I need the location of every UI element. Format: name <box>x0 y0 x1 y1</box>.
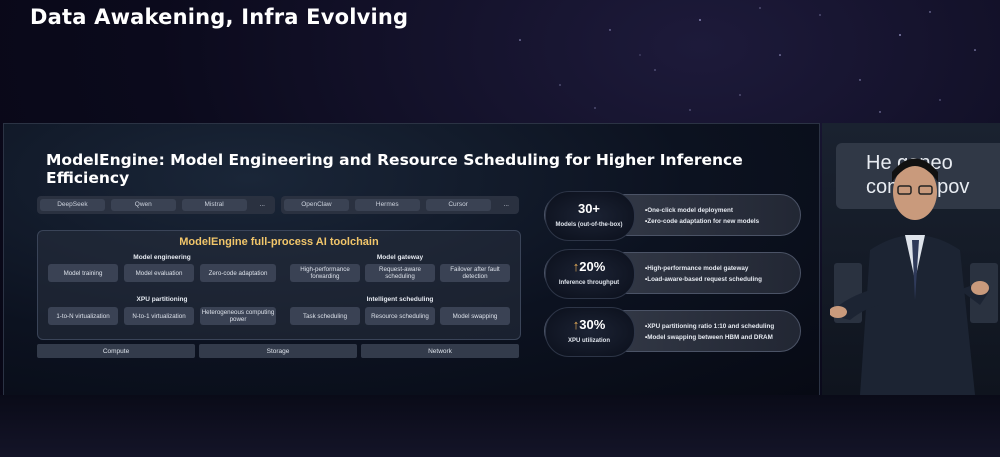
model-gateway-label: Model gateway <box>376 254 424 261</box>
tool-pill-more: ... <box>503 201 509 208</box>
model-pill-deepseek: DeepSeek <box>40 199 105 211</box>
cell-failover-after-fault-detection: Failover after fault detection <box>440 264 510 282</box>
metric-bullets: One-click model deployment Zero-code ada… <box>645 205 759 227</box>
base-network: Network <box>361 344 519 358</box>
main-presentation-screen: ModelEngine: Model Engineering and Resou… <box>3 123 820 397</box>
metric-label: Models (out-of-the-box) <box>555 222 623 228</box>
bullet-item: Zero-code adaptation for new models <box>645 216 759 227</box>
cell-resource-scheduling: Resource scheduling <box>365 307 435 325</box>
cell-model-evaluation: Model evaluation <box>124 264 194 282</box>
metric-badge <box>545 191 635 241</box>
cell-task-scheduling: Task scheduling <box>290 307 360 325</box>
metric-bullets: XPU partitioning ratio 1:10 and scheduli… <box>645 321 774 343</box>
bullet-item: Load-aware-based request scheduling <box>645 274 762 285</box>
cell-high-performance-forwarding: High-performance forwarding <box>290 264 360 282</box>
metric-value: ↑20% <box>572 259 606 274</box>
stage-title: Data Awakening, Infra Evolving <box>30 5 409 29</box>
models-row: DeepSeek Qwen Mistral ... <box>37 196 275 214</box>
up-arrow-icon: ↑ <box>572 259 580 274</box>
cell-model-training: Model training <box>48 264 118 282</box>
up-arrow-icon: ↑ <box>572 317 580 332</box>
cell-heterogeneous-computing-power: Heterogeneous computing power <box>200 307 276 325</box>
stage-floor <box>0 395 1000 457</box>
bullet-item: XPU partitioning ratio 1:10 and scheduli… <box>645 321 774 332</box>
cell-n-to-1-virtualization: N-to-1 virtualization <box>124 307 194 325</box>
metric-label: XPU utilization <box>568 338 610 344</box>
bullet-item: Model swapping between HBM and DRAM <box>645 332 774 343</box>
model-pill-qwen: Qwen <box>110 199 176 211</box>
tools-row: OpenClaw Hermes Cursor ... <box>281 196 519 214</box>
metric-badge <box>545 249 635 299</box>
star-field-decoration <box>519 7 976 113</box>
base-compute: Compute <box>37 344 195 358</box>
cell-1-to-n-virtualization: 1-to-N virtualization <box>48 307 118 325</box>
toolchain-title: ModelEngine full-process AI toolchain <box>179 236 379 248</box>
metric-inference-throughput: ↑20% Inference throughput High-performan… <box>544 249 801 299</box>
model-pill-more: ... <box>259 201 265 208</box>
model-engineering-label: Model engineering <box>133 254 191 261</box>
metric-bullets: High-performance model gateway Load-awar… <box>645 263 762 285</box>
metric-label: Inference throughput <box>558 280 620 286</box>
cell-zero-code-adaptation: Zero-code adaptation <box>200 264 276 282</box>
bullet-item: One-click model deployment <box>645 205 759 216</box>
tool-pill-hermes: Hermes <box>354 199 420 211</box>
toolchain-panel: ModelEngine full-process AI toolchain Mo… <box>37 230 521 340</box>
speaker-figure <box>830 158 990 395</box>
metric-models: 30+ Models (out-of-the-box) One-click mo… <box>544 191 801 241</box>
metric-value: 30+ <box>577 201 601 216</box>
metric-badge <box>545 307 635 357</box>
tool-pill-cursor: Cursor <box>425 199 491 211</box>
slide-title: ModelEngine: Model Engineering and Resou… <box>46 151 743 187</box>
tool-pill-openclaw: OpenClaw <box>284 199 349 211</box>
model-pill-mistral: Mistral <box>181 199 247 211</box>
bullet-item: High-performance model gateway <box>645 263 762 274</box>
cell-request-aware-scheduling: Request-aware scheduling <box>365 264 435 282</box>
metric-xpu-utilization: ↑30% XPU utilization XPU partitioning ra… <box>544 307 801 357</box>
metric-value: ↑30% <box>572 317 606 332</box>
xpu-partitioning-label: XPU partitioning <box>136 296 188 303</box>
cell-model-swapping: Model swapping <box>440 307 510 325</box>
base-storage: Storage <box>199 344 357 358</box>
intelligent-scheduling-label: Intelligent scheduling <box>366 296 434 303</box>
